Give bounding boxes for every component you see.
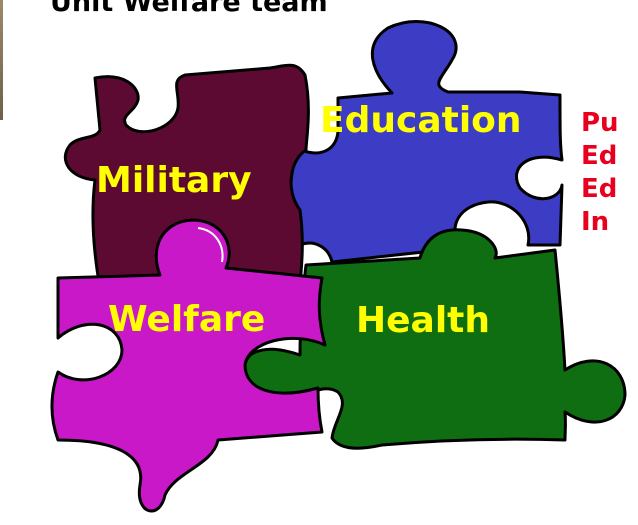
side-text-line: Ed (581, 174, 618, 204)
side-text-line: In (581, 207, 610, 237)
education-label: Education (320, 100, 522, 141)
side-text-block: Pu Ed Ed In (581, 107, 619, 239)
side-text-line: Pu (581, 108, 619, 138)
military-piece (63, 63, 310, 290)
image-edge-strip (0, 0, 3, 120)
military-label: Military (96, 160, 252, 201)
health-label: Health (356, 300, 491, 341)
piece-highlight (197, 227, 224, 263)
welfare-label: Welfare (108, 299, 266, 340)
header-text: Unit Welfare team (50, 0, 328, 18)
welfare-piece (50, 218, 327, 513)
side-text-line: Ed (581, 141, 618, 171)
education-piece (289, 19, 564, 264)
